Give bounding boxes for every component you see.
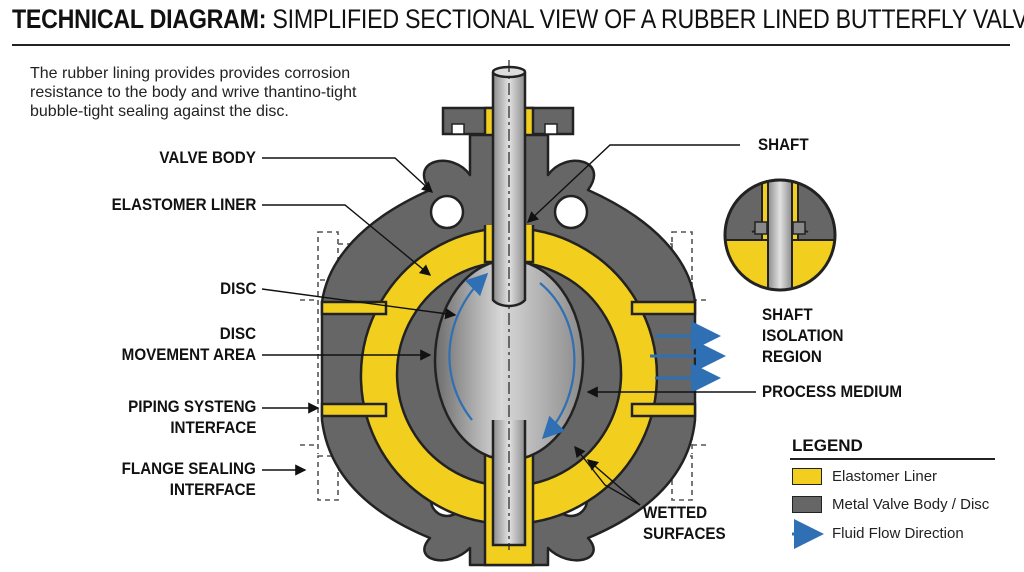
label-flange-sealing: FLANGE SEALING INTERFACE bbox=[121, 460, 256, 499]
shaft bbox=[491, 60, 527, 550]
page-title: TECHNICAL DIAGRAM: SIMPLIFIED SECTIONAL … bbox=[12, 4, 1024, 35]
label-valve-body: VALVE BODY bbox=[159, 149, 256, 167]
intro-text: The rubber lining provides provides corr… bbox=[30, 65, 357, 120]
legend-label-flow: Fluid Flow Direction bbox=[832, 525, 964, 542]
gray-swatch-icon bbox=[792, 496, 822, 513]
legend-item-metal: Metal Valve Body / Disc bbox=[792, 496, 989, 513]
legend-title: LEGEND bbox=[792, 436, 863, 455]
label-elastomer-liner: ELASTOMER LINER bbox=[111, 196, 256, 214]
title-divider bbox=[12, 44, 1010, 46]
legend-item-flow: Fluid Flow Direction bbox=[832, 525, 964, 542]
title-rest: SIMPLIFIED SECTIONAL VIEW OF A RUBBER LI… bbox=[272, 4, 1024, 34]
legend-item-liner: Elastomer Liner bbox=[792, 468, 937, 485]
legend-divider bbox=[790, 458, 995, 460]
legend-label-liner: Elastomer Liner bbox=[832, 468, 938, 485]
title-bold: TECHNICAL DIAGRAM: bbox=[12, 4, 267, 34]
label-disc: DISC bbox=[219, 280, 256, 298]
label-shaft: SHAFT bbox=[758, 136, 809, 154]
process-flow-arrows bbox=[650, 321, 726, 393]
label-wetted-surfaces: WETTED SURFACES bbox=[643, 504, 726, 543]
disc-flow-arrows bbox=[448, 272, 576, 440]
label-piping-interface: PIPING SYSTENG INTERFACE bbox=[127, 398, 256, 437]
leader-lines bbox=[261, 144, 756, 506]
shaft-isolation-inset bbox=[723, 178, 837, 292]
label-process-medium: PROCESS MEDIUM bbox=[762, 383, 903, 401]
label-shaft-isolation: SHAFT ISOLATION REGION bbox=[762, 306, 844, 366]
yellow-swatch-icon bbox=[792, 468, 822, 485]
label-disc-movement-area: DISC MOVEMENT AREA bbox=[121, 325, 256, 364]
legend-label-metal: Metal Valve Body / Disc bbox=[832, 496, 990, 513]
